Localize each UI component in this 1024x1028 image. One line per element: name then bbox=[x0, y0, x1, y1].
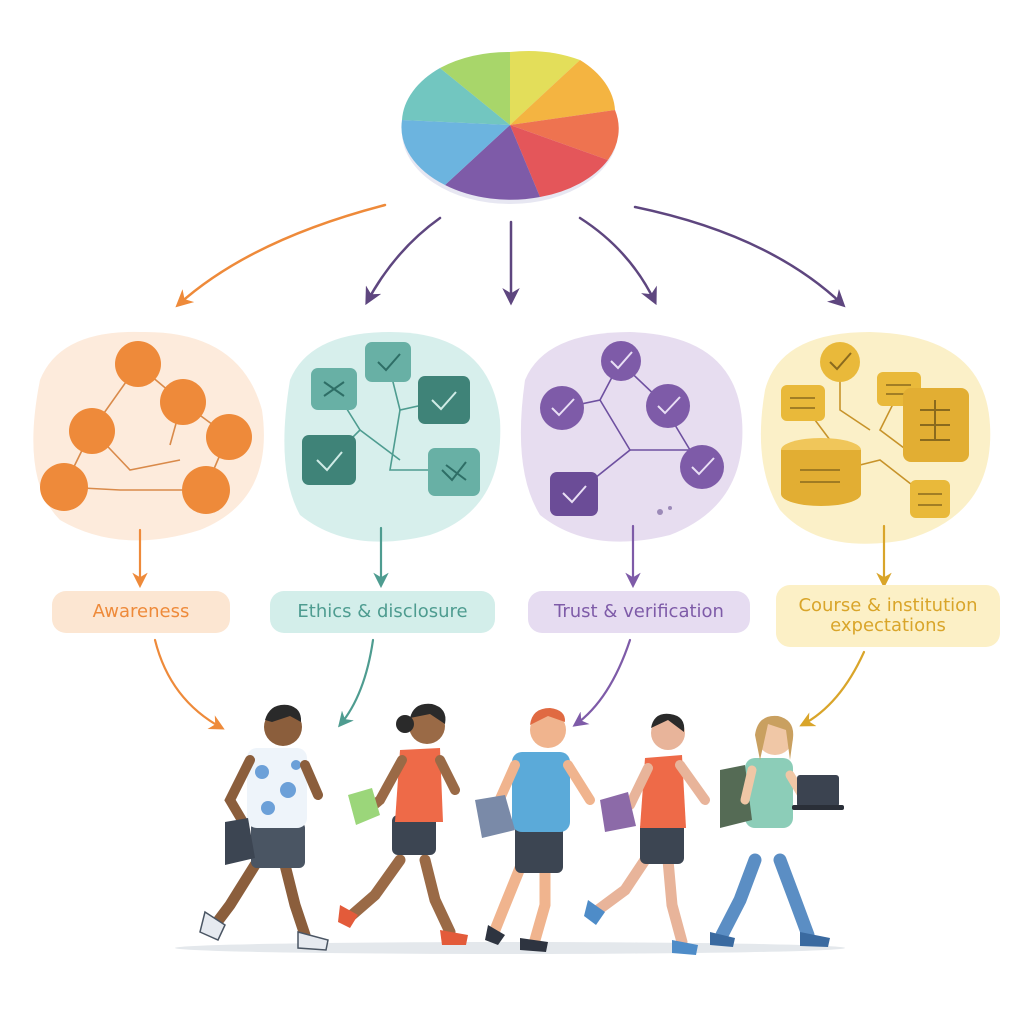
awareness-cluster bbox=[33, 331, 264, 541]
label-trust-verification-text: Trust & verification bbox=[554, 601, 724, 622]
label-course-expectations: Course & institution expectations bbox=[776, 585, 1000, 647]
student-5 bbox=[710, 715, 844, 947]
database-stack-icon bbox=[781, 342, 969, 518]
label-course-expectations-text: Course & institution expectations bbox=[798, 595, 978, 636]
label-trust-verification: Trust & verification bbox=[528, 591, 750, 633]
distribution-arrows bbox=[175, 203, 846, 308]
student-2 bbox=[338, 703, 468, 945]
label-ethics-disclosure-text: Ethics & disclosure bbox=[297, 601, 468, 622]
expectations-cluster bbox=[760, 332, 991, 544]
arrow-to-trust bbox=[578, 216, 657, 306]
pie-chart-icon bbox=[401, 51, 619, 204]
arrow-to-ethics bbox=[365, 216, 442, 306]
label-ethics-disclosure: Ethics & disclosure bbox=[270, 591, 495, 633]
cluster-to-label-arrows bbox=[132, 524, 892, 589]
student-3 bbox=[475, 708, 595, 952]
trust-cluster bbox=[520, 332, 743, 542]
label-awareness: Awareness bbox=[52, 591, 230, 633]
arrow-to-expectations bbox=[633, 205, 846, 308]
label-awareness-text: Awareness bbox=[92, 601, 190, 622]
arrow-to-awareness bbox=[175, 203, 387, 308]
network-nodes-icon bbox=[40, 341, 252, 514]
label-to-students-arrows bbox=[153, 638, 866, 730]
checkbox-network-icon bbox=[302, 342, 480, 496]
student-4 bbox=[584, 713, 710, 955]
students-running-illustration bbox=[175, 703, 845, 955]
student-1 bbox=[199, 704, 329, 951]
ethics-cluster bbox=[284, 332, 501, 542]
verification-check-icon bbox=[540, 341, 724, 516]
